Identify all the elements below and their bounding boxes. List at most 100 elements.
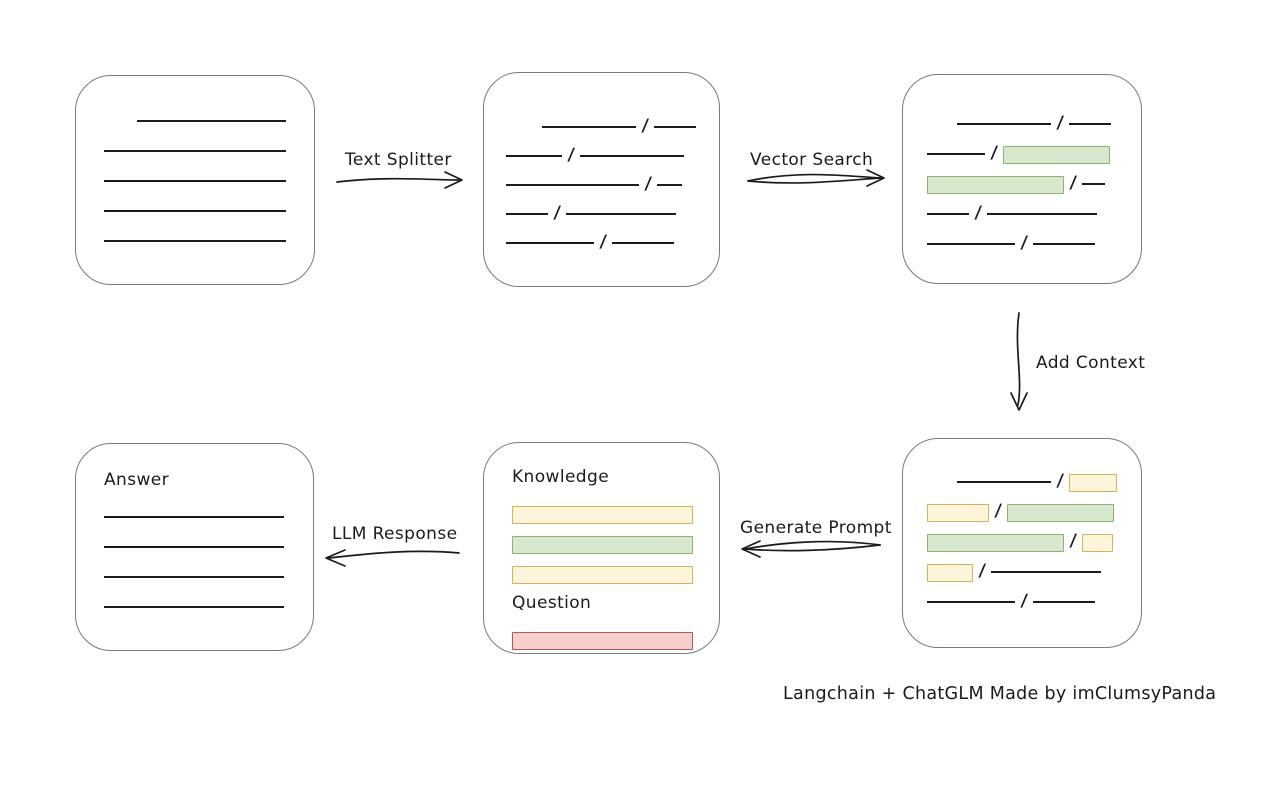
red-highlight-rect [512,632,693,650]
chunk-row [104,160,286,190]
green-highlight-rect [512,536,693,554]
slash-separator: / [1055,113,1065,133]
box-label: Question [512,593,592,613]
slash-separator: / [993,501,1003,521]
text-line [927,153,985,155]
yellow-highlight-rect [512,566,693,584]
chunk-row: / [927,491,1123,522]
chunk-row: / [927,581,1123,611]
slash-separator: / [643,174,653,194]
box-matched-chunks: / / / / / [902,74,1142,284]
chunk-row: Knowledge [512,457,699,493]
chunk-row: / [506,165,699,194]
chunk-row: / [506,136,699,165]
green-highlight-rect [1003,146,1111,164]
chunk-row: / [506,107,699,136]
text-line [991,571,1102,573]
label-add-context: Add Context [1036,353,1146,373]
generate-prompt-arrow [741,540,881,558]
chunk-row: / [506,194,699,223]
text-line [104,180,286,182]
text-line [927,243,1015,245]
llm-response-arrow [325,549,460,567]
box-split-chunks: ///// [483,72,720,287]
text-line [104,516,284,518]
indent-gap [927,132,957,133]
text-line [957,123,1051,125]
slash-separator: / [1019,233,1029,253]
caption: Langchain + ChatGLM Made by imClumsyPand… [783,684,1217,704]
text-line [566,213,677,215]
chunk-row: / [927,133,1123,164]
chunk-row: / [927,223,1123,253]
indent-gap [104,129,137,130]
text-line [104,240,286,242]
yellow-highlight-rect [512,506,693,524]
chunk-row: / [927,103,1123,133]
text-line [1069,123,1112,125]
yellow-highlight-rect [927,504,989,522]
text-line [542,126,636,128]
text-splitter-arrow [336,171,463,189]
slash-separator: / [1068,531,1078,551]
text-line [654,126,697,128]
chunk-row [512,523,699,554]
label-vector-search: Vector Search [750,150,874,170]
chunk-row: / [506,223,699,252]
green-highlight-rect [1007,504,1115,522]
chunk-row [104,586,293,616]
slash-separator: / [1068,173,1078,193]
label-text-splitter: Text Splitter [345,150,452,170]
box-context-chunks: / / / / / [902,438,1142,648]
green-highlight-rect [927,176,1064,194]
label-generate-prompt: Generate Prompt [740,518,892,538]
slash-separator: / [977,561,987,581]
slash-separator: / [1019,591,1029,611]
text-line [927,601,1015,603]
slash-separator: / [566,145,576,165]
text-line [957,481,1051,483]
chunk-row [512,493,699,524]
slash-separator: / [989,143,999,163]
text-line [987,213,1098,215]
box-label: Knowledge [512,467,610,487]
indent-gap [506,135,542,136]
text-line [104,576,284,578]
text-line [104,150,286,152]
yellow-highlight-rect [1069,474,1118,492]
chunk-row [104,526,293,556]
chunk-row: Answer [104,460,293,496]
text-line [506,242,594,244]
text-line [137,120,286,122]
slash-separator: / [973,203,983,223]
chunk-row [104,130,286,160]
text-line [506,184,639,186]
text-line [612,242,675,244]
text-line [104,606,284,608]
add-context-arrow [1010,312,1028,411]
box-source-document [75,75,315,285]
text-line [506,155,562,157]
vector-search-arrow [747,169,885,187]
box-label: Answer [104,470,170,490]
chunk-row [512,619,699,650]
slash-separator: / [1055,471,1065,491]
yellow-highlight-rect [927,564,973,582]
chunk-row: / [927,461,1123,492]
box-answer: Answer [75,443,314,651]
slash-separator: / [598,232,608,252]
chunk-row [104,100,286,130]
green-highlight-rect [927,534,1064,552]
text-line [104,210,286,212]
chunk-row [104,556,293,586]
text-line [1033,601,1096,603]
chunk-row: / [927,163,1123,194]
chunk-row [512,553,699,584]
chunk-row [104,496,293,526]
chunk-row [104,190,286,220]
chunk-row: Question [512,583,699,619]
text-line [657,184,683,186]
slash-separator: / [640,116,650,136]
yellow-highlight-rect [1082,534,1114,552]
